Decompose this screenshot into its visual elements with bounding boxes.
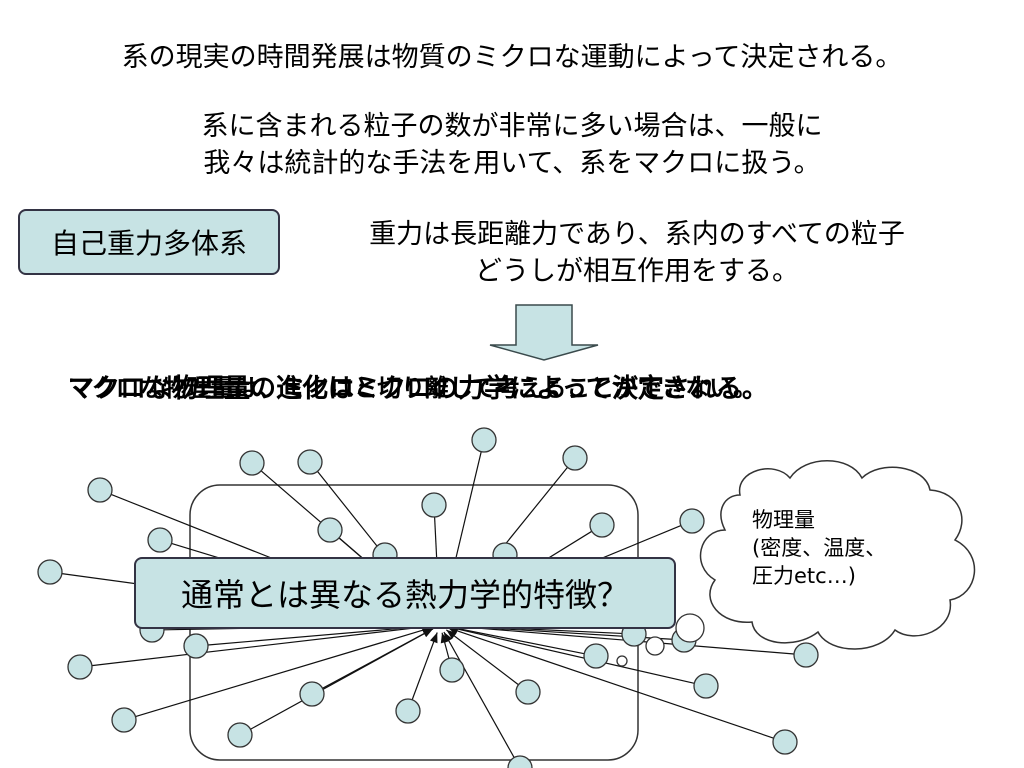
overlap-statement-2: マクロな物理量は、ミクロと切り離して考えることができない。 [68,374,757,402]
particle [297,449,323,475]
particle [679,508,705,534]
interaction-line [447,625,795,655]
particle [111,707,137,733]
particle [471,427,497,453]
particle [507,755,533,768]
arrowhead [429,632,438,644]
interaction-line [443,631,515,758]
particle [562,445,588,471]
particle [589,512,615,538]
down-arrow-icon [489,304,599,361]
cloud-shape [616,460,976,667]
particle [583,643,609,669]
thermo-question-box: 通常とは異なる熱力学的特徴？ [134,557,676,629]
particle [37,559,63,585]
self-gravity-badge: 自己重力多体系 [18,209,280,275]
interaction-line [250,628,434,730]
statistics-line-1: 系に含まれる粒子の数が非常に多い場合は、一般に [201,111,823,142]
gravity-line-2: どうしが相互作用をする。 [475,256,799,287]
particle [67,654,93,680]
particle [299,681,325,707]
particle [439,657,465,683]
particle [147,527,173,553]
interaction-line [447,627,774,739]
particle [793,642,819,668]
particle [693,673,719,699]
interaction-line [447,625,585,655]
interaction-line [135,626,433,718]
interaction-line [411,632,438,700]
interaction-line [447,626,695,684]
gravity-line-1: 重力は長距離力であり、系内のすべての粒子 [369,219,905,250]
particle [421,492,447,518]
intro-line: 系の現実の時間発展は物質のミクロな運動によって決定される。 [121,42,903,73]
particle [239,450,265,476]
particle [317,517,343,543]
interaction-line [91,625,433,667]
particle [183,633,209,659]
arrowhead [443,631,453,643]
statistics-line-2: 我々は統計的な手法を用いて、系をマクロに扱う。 [203,148,821,179]
overlap-statement-1: マクロな物理量の進化はミクロの力学によって決定される。 [68,374,768,404]
particle [227,722,253,748]
particle [87,477,113,503]
particle [772,729,798,755]
cloud-label: 物理量 (密度、温度、 圧力etc…) [752,508,887,588]
interaction-line [446,629,519,686]
particle [395,698,421,724]
particle [515,679,541,705]
